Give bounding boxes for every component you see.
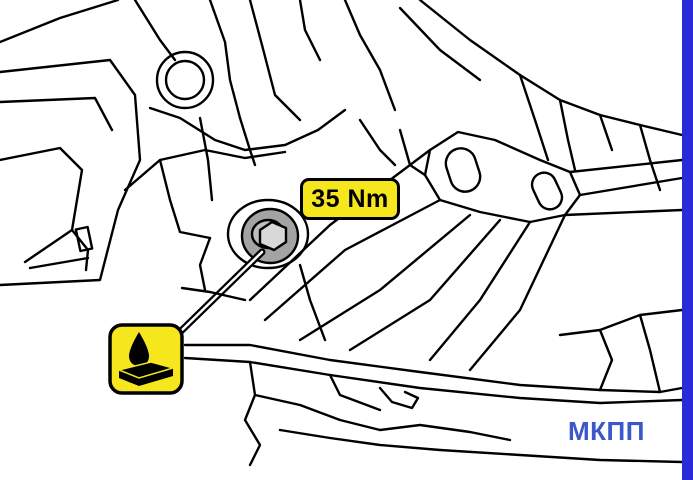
mount-bracket [423, 130, 582, 224]
torque-callout: 35 Nm [300, 178, 400, 220]
oil-drop-sealant-icon [108, 323, 184, 395]
right-edge-bar [682, 0, 693, 480]
top-boss [155, 50, 215, 110]
transmission-label: МКПП [568, 416, 645, 446]
plug-seat [226, 198, 310, 270]
left-bracket-outline [0, 0, 120, 44]
oil-pan [183, 343, 684, 394]
plug-hex [258, 220, 288, 252]
torque-value: 35 Nm [311, 184, 389, 213]
